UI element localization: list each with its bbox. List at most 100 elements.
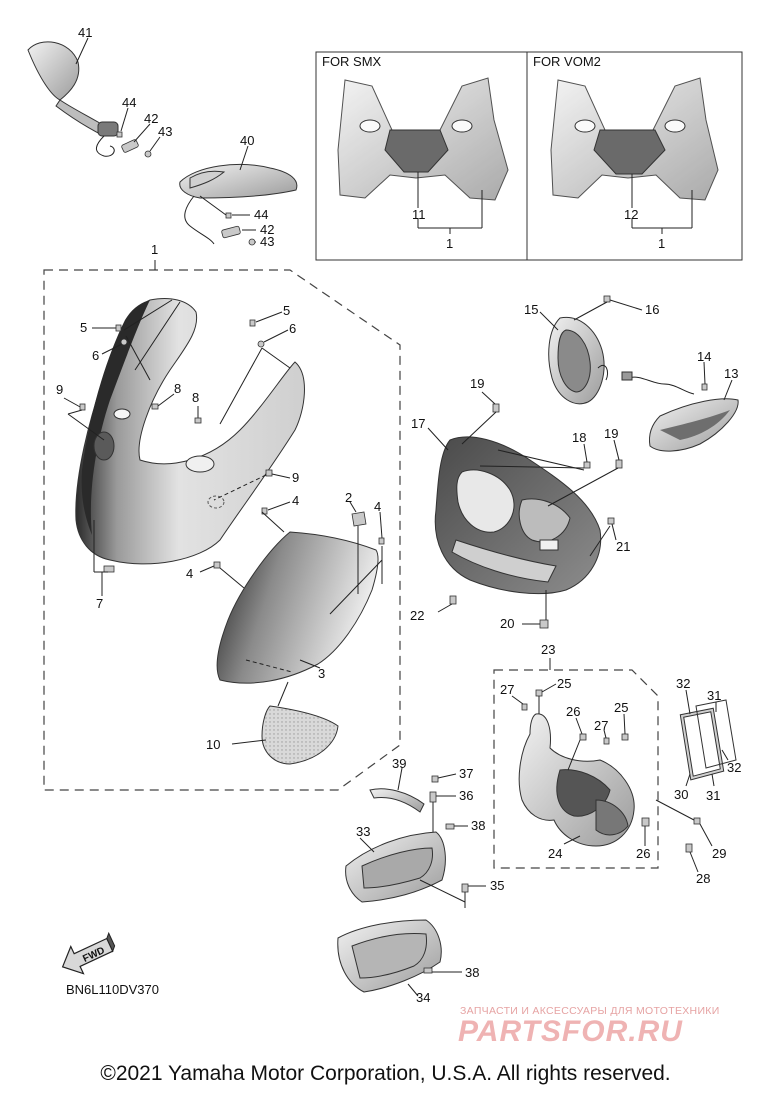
callout-31b: 31 [706,788,720,803]
callout-36: 36 [459,788,473,803]
clip-7 [103,565,115,573]
callout-4b: 4 [186,566,193,581]
bolt-44b [225,212,232,219]
bracket-39 [369,788,425,813]
callout-8b: 8 [192,390,199,405]
callout-34: 34 [416,990,430,1005]
callout-1-smx: 1 [446,236,453,251]
callout-23: 23 [541,642,555,657]
cowling-stay-17-illustration [434,436,602,595]
callout-20: 20 [500,616,514,631]
callout-19a: 19 [470,376,484,391]
callout-32b: 32 [727,760,741,775]
callout-25b: 25 [614,700,628,715]
callout-24: 24 [548,846,562,861]
callout-39: 39 [392,756,406,771]
callout-6a: 6 [92,348,99,363]
screw-43b [248,238,256,246]
callout-43b: 43 [260,234,274,249]
callout-21: 21 [616,539,630,554]
callout-38b: 38 [465,965,479,980]
callout-32a: 32 [676,676,690,691]
nut-18 [583,461,591,469]
nut-38b [423,967,433,974]
callout-31a: 31 [707,688,721,703]
callout-44b: 44 [254,207,268,222]
headlight-13-illustration [621,371,739,452]
callout-26b: 26 [636,846,650,861]
diagram-code: BN6L110DV370 [66,982,159,997]
under-cover-33-illustration [345,831,446,903]
callout-9a: 9 [56,382,63,397]
callout-5a: 5 [80,320,87,335]
callout-29: 29 [712,846,726,861]
headlight-15-illustration [548,316,609,405]
mirror-right-40 [179,163,298,245]
callout-1-vom2: 1 [658,236,665,251]
callout-14: 14 [697,349,711,364]
bolt-5a [115,324,122,332]
callout-4a: 4 [292,493,299,508]
variant-boxes: FOR SMX FOR VOM2 11 1 12 1 [315,51,743,261]
bolt-22 [449,595,457,605]
callout-19b: 19 [604,426,618,441]
bolt-9a [79,403,86,411]
bolt-35 [461,883,469,893]
bolt-16 [603,295,611,303]
mirror-left-41 [27,41,119,157]
variant-title-smx: FOR SMX [322,54,382,69]
callout-27b: 27 [594,718,608,733]
callout-13: 13 [724,366,738,381]
callout-3: 3 [318,666,325,681]
assembly-23-boundary [493,669,659,869]
fwd-arrow-icon: FWD [61,931,116,975]
nut-25a [535,689,543,697]
damper-20 [539,619,549,629]
washer-6a [120,338,128,346]
callout-4c: 4 [374,499,381,514]
side-cowling-illustration [75,298,305,565]
callout-10: 10 [206,737,220,752]
callout-25a: 25 [557,676,571,691]
callout-28: 28 [696,871,710,886]
callout-16: 16 [645,302,659,317]
callout-40: 40 [240,133,254,148]
screw-37 [431,775,439,783]
clip-8b [194,417,202,424]
bolt-26a [579,733,587,741]
screw-43a [144,150,152,158]
duct-24-illustration [518,713,635,847]
clip-27b [603,737,610,745]
watermark-subtitle: ЗАПЧАСТИ И АКСЕССУАРЫ ДЛЯ МОТОТЕХНИКИ [460,1005,720,1017]
callout-11: 11 [412,207,426,222]
callout-37: 37 [459,766,473,781]
collar-36 [429,791,437,803]
bolt-19a [492,403,500,413]
callout-12: 12 [624,207,638,222]
copyright-notice: ©2021 Yamaha Motor Corporation, U.S.A. A… [100,1062,671,1085]
callout-9b: 9 [292,470,299,485]
callout-38a: 38 [471,818,485,833]
bolt-4b [213,561,221,569]
inner-panel-10 [261,705,339,765]
bolt-21 [607,517,615,525]
assembly-1-boundary [43,269,401,791]
clip-8a [151,403,159,410]
callout-44a: 44 [122,95,136,110]
clip-27a [521,703,528,711]
bolt-28 [685,843,693,853]
callout-33: 33 [356,824,370,839]
cowling-vom2-illustration [550,77,719,201]
callout-1: 1 [151,242,158,257]
bolt-9b [265,469,273,477]
bolt-5b [249,319,256,327]
emblem-2 [351,511,367,527]
nut-38a [445,823,455,830]
variant-title-vom2: FOR VOM2 [533,54,601,69]
under-cover-34-illustration [337,919,442,993]
watermark-brand: PARTSFOR.RU [458,1015,683,1048]
callout-7: 7 [96,596,103,611]
bolt-26b [641,817,650,827]
washer-6b [257,340,265,348]
